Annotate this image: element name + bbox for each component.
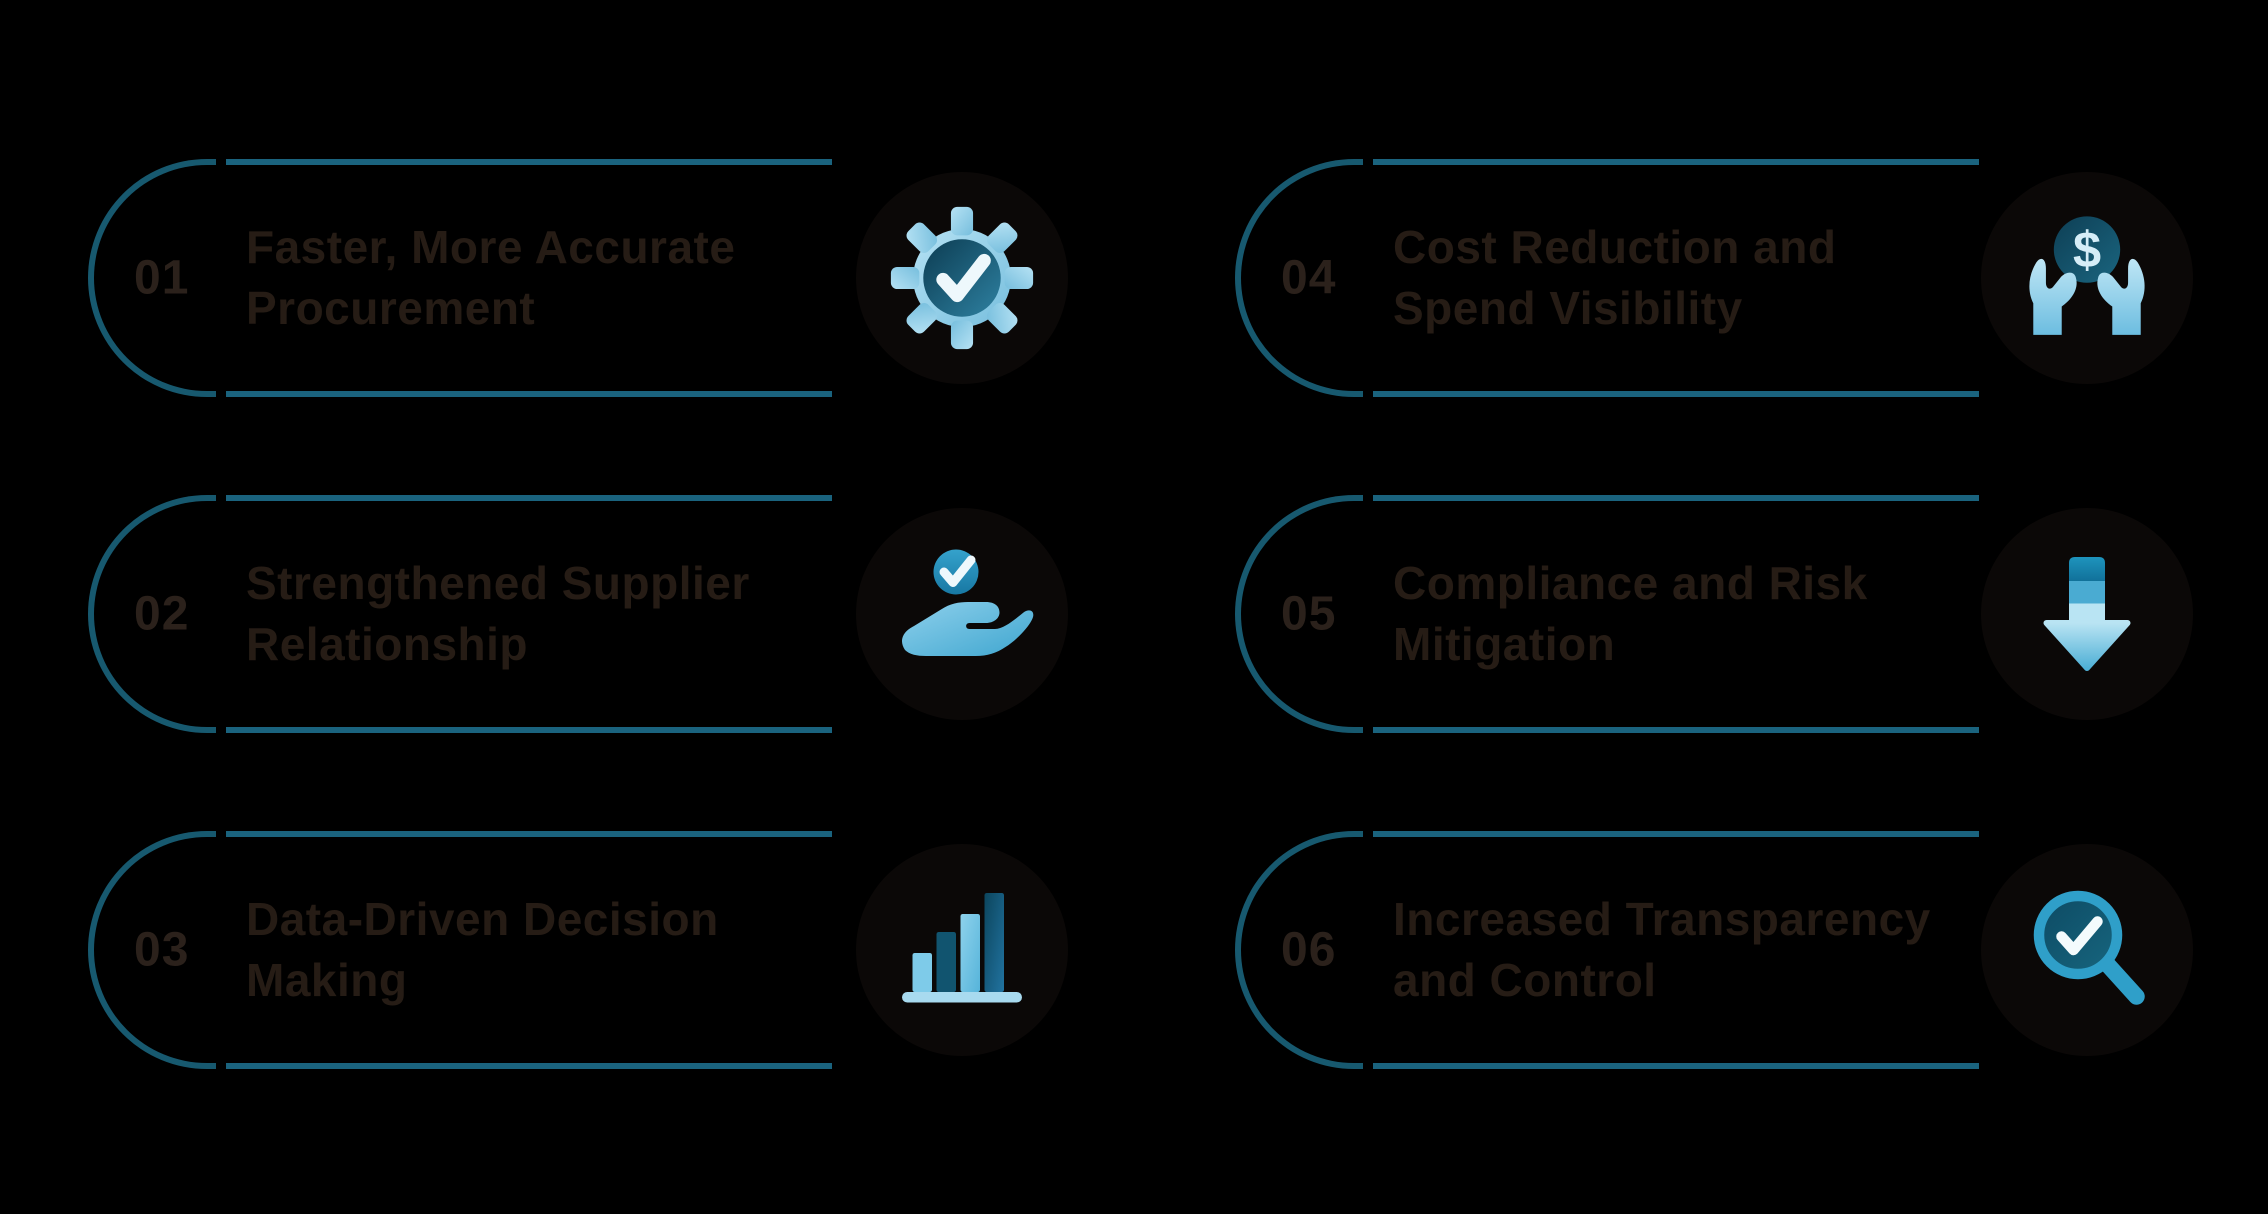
card-title: Cost Reduction and Spend Visibility: [1393, 217, 1993, 339]
card-title: Data-Driven Decision Making: [246, 889, 846, 1011]
card-title-line: Increased Transparency: [1393, 893, 1931, 945]
card-top-line: [226, 495, 832, 501]
hand-check-svg: [902, 549, 1034, 656]
card-top-line: [1373, 159, 1979, 165]
card-title-line: and Control: [1393, 954, 1657, 1006]
card-number: 01: [134, 251, 190, 305]
bar-chart-svg: [902, 893, 1022, 1003]
card-title-line: Procurement: [246, 282, 536, 334]
card-number: 05: [1281, 587, 1337, 641]
gear-check-icon: [856, 172, 1068, 384]
card-bottom-line: [226, 1063, 832, 1069]
benefit-card-02: 02 Strengthened Supplier Relationship: [88, 495, 1098, 733]
card-title-line: Mitigation: [1393, 618, 1616, 670]
card-bottom-line: [1373, 1063, 1979, 1069]
card-title-line: Cost Reduction and: [1393, 221, 1837, 273]
card-title: Compliance and Risk Mitigation: [1393, 553, 1993, 675]
card-title-line: Data-Driven Decision: [246, 893, 719, 945]
hands-dollar-icon: $: [1981, 172, 2193, 384]
card-top-line: [1373, 831, 1979, 837]
card-title: Strengthened Supplier Relationship: [246, 553, 846, 675]
gear-check-svg: [890, 206, 1034, 350]
card-number: 02: [134, 587, 190, 641]
benefit-card-06: 06 Increased Transparency and Control: [1235, 831, 2245, 1069]
card-title: Increased Transparency and Control: [1393, 889, 1993, 1011]
down-arrow-svg: [2043, 557, 2131, 671]
card-title-line: Spend Visibility: [1393, 282, 1743, 334]
benefit-card-04: 04 Cost Reduction and Spend Visibility $: [1235, 159, 2245, 397]
card-number: 06: [1281, 923, 1337, 977]
card-bottom-line: [1373, 391, 1979, 397]
hands-dollar-svg: $: [2029, 216, 2145, 335]
benefit-card-01: 01 Faster, More Accurate Procurement: [88, 159, 1098, 397]
card-bottom-line: [1373, 727, 1979, 733]
dollar-glyph: $: [2073, 221, 2101, 278]
card-title-line: Compliance and Risk: [1393, 557, 1868, 609]
magnifier-check-svg: [2033, 890, 2145, 1005]
card-top-line: [226, 159, 832, 165]
magnifier-check-icon: [1981, 844, 2193, 1056]
bar-chart-icon: [856, 844, 1068, 1056]
card-title-line: Making: [246, 954, 408, 1006]
benefit-card-03: 03 Data-Driven Decision Making: [88, 831, 1098, 1069]
card-bottom-line: [226, 727, 832, 733]
benefit-card-05: 05 Compliance and Risk Mitigation: [1235, 495, 2245, 733]
card-title: Faster, More Accurate Procurement: [246, 217, 846, 339]
down-arrow-icon: [1981, 508, 2193, 720]
card-title-line: Relationship: [246, 618, 529, 670]
card-bottom-line: [226, 391, 832, 397]
card-number: 04: [1281, 251, 1337, 305]
card-top-line: [226, 831, 832, 837]
card-title-line: Faster, More Accurate: [246, 221, 736, 273]
card-number: 03: [134, 923, 190, 977]
card-title-line: Strengthened Supplier: [246, 557, 750, 609]
card-top-line: [1373, 495, 1979, 501]
hand-check-icon: [856, 508, 1068, 720]
